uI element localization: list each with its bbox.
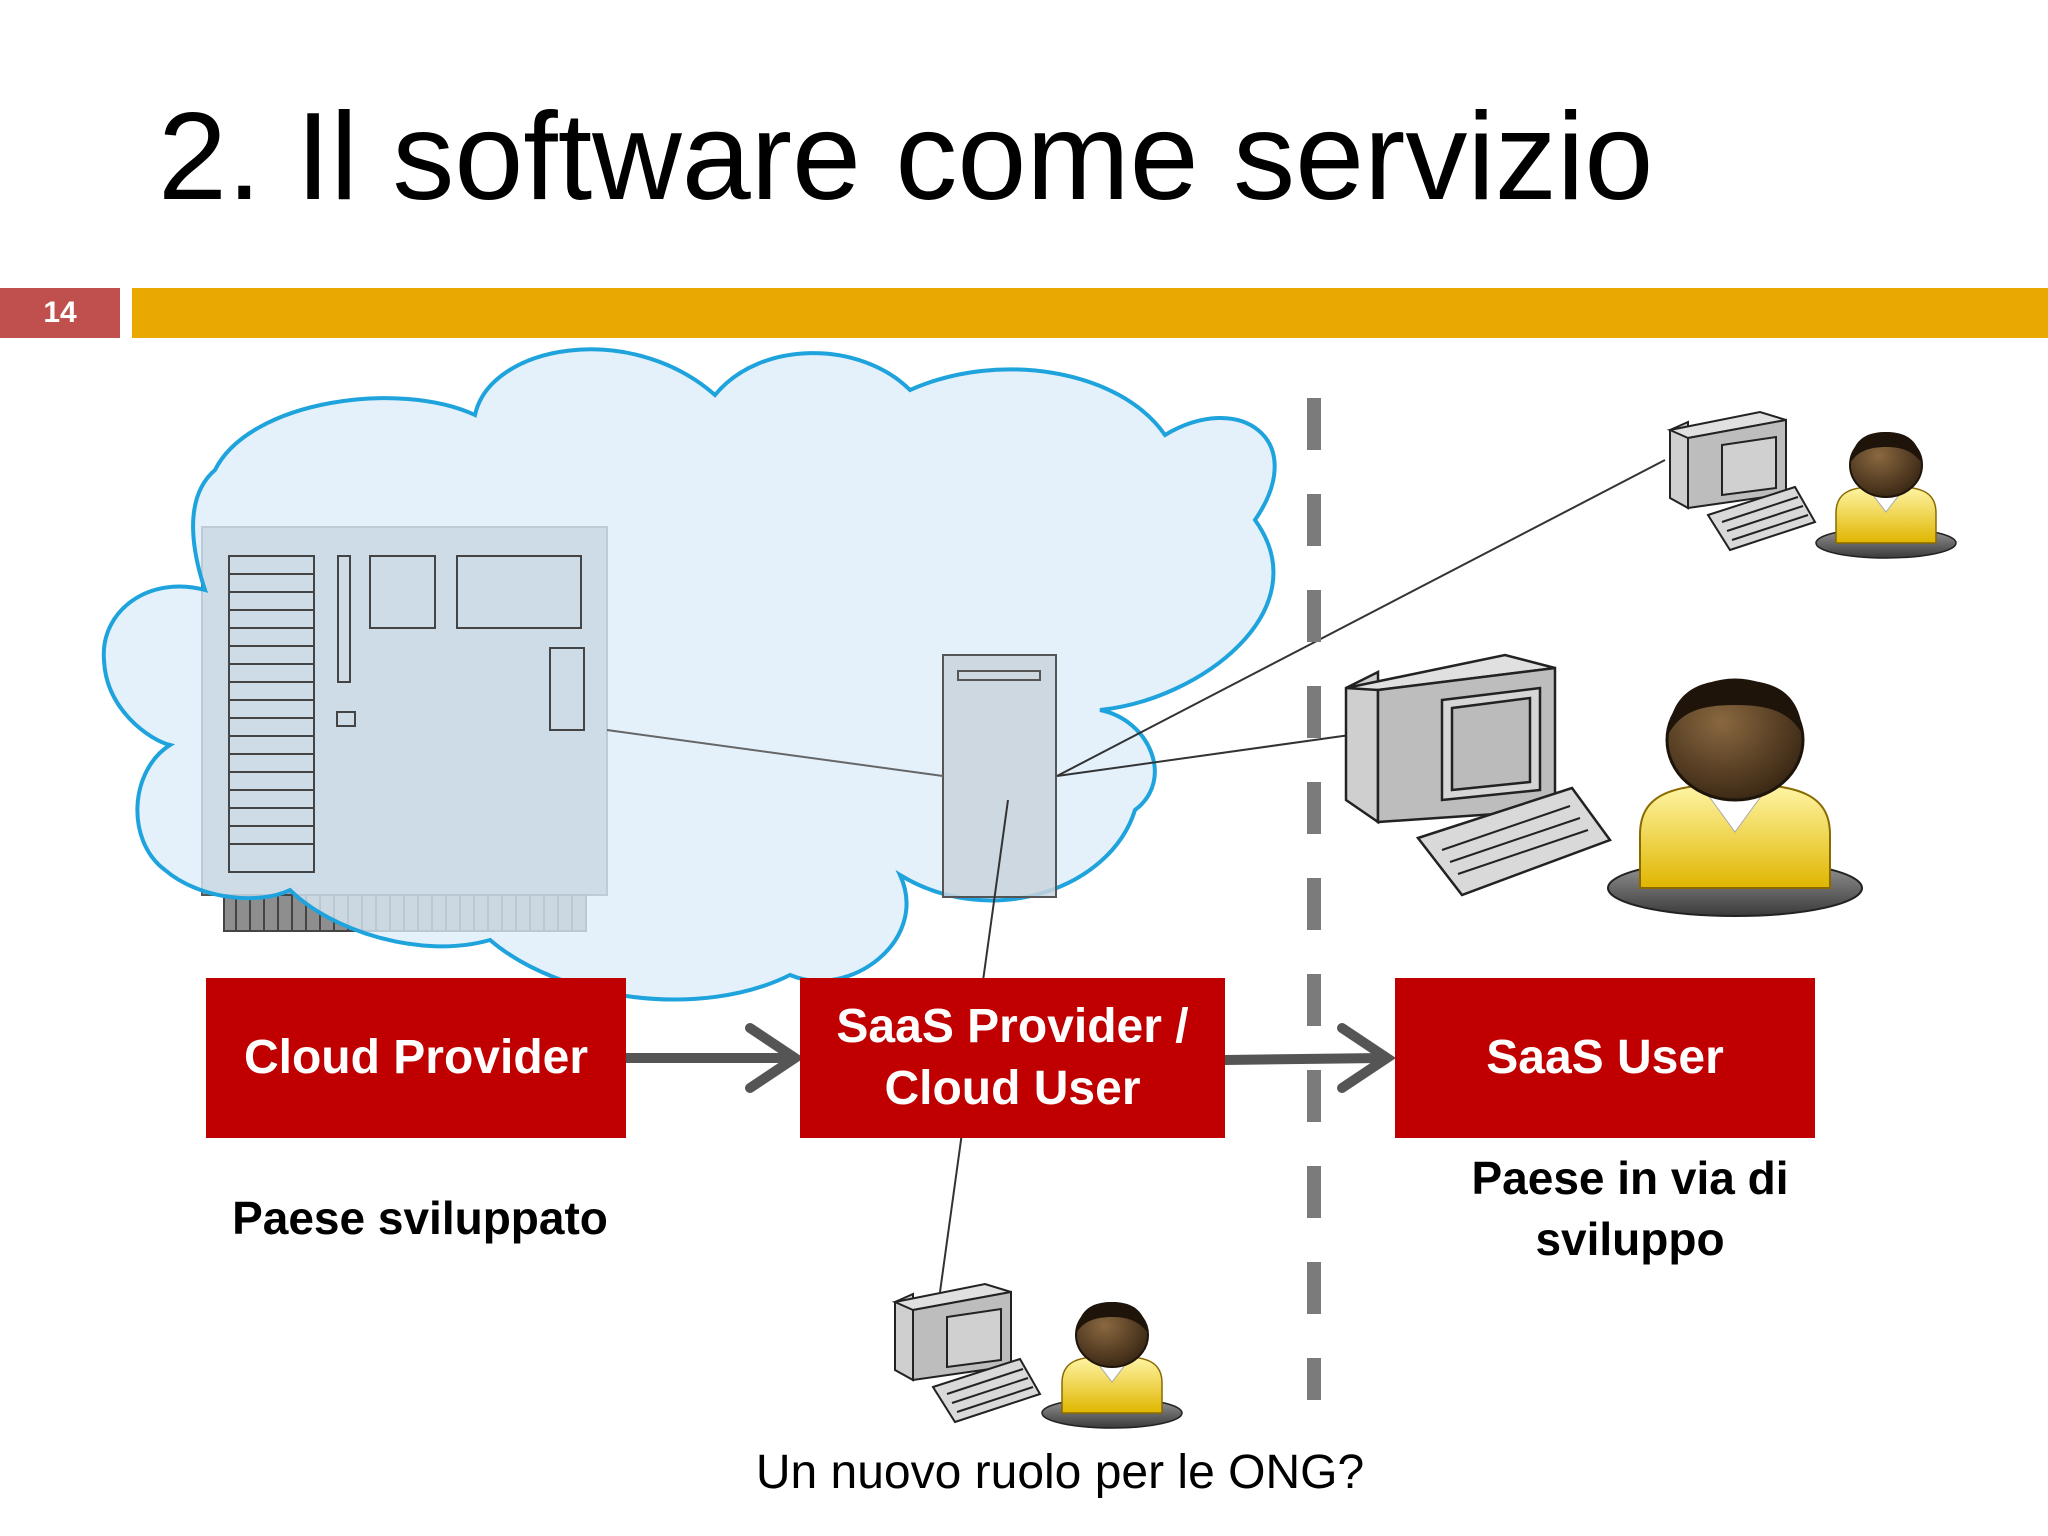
saas-provider-label-line1: SaaS Provider /: [836, 999, 1189, 1053]
developing-country-label-line1: Paese in via di: [1471, 1152, 1789, 1204]
user-icon: [1607, 678, 1863, 917]
accent-band: [132, 288, 2048, 338]
user-icon: [1041, 1302, 1183, 1429]
developed-country-label: Paese sviluppato: [232, 1192, 608, 1244]
saas-provider-label-line2: Cloud User: [884, 1062, 1141, 1115]
saas-user-label: SaaS User: [1486, 1030, 1724, 1084]
user-icon: [1815, 432, 1957, 559]
slide-number: 14: [0, 288, 120, 338]
slide-title: 2. Il software come servizio: [158, 88, 1654, 226]
developing-country-label-line2: sviluppo: [1535, 1212, 1725, 1265]
developing-country-label: Paese in via di sviluppo: [1400, 1148, 1860, 1269]
cloud-provider-label: Cloud Provider: [243, 1030, 589, 1084]
ngo-question-caption: Un nuovo ruolo per le ONG?: [755, 1446, 1365, 1499]
flow-arrows: [621, 1023, 1397, 1093]
cloud-provider-box: Cloud Provider: [206, 978, 626, 1138]
desktop-computer-icon: [1344, 653, 1612, 897]
desktop-computer-icon: [1666, 410, 1817, 552]
desktop-computer-icon: [891, 1282, 1042, 1424]
saas-provider-box: SaaS Provider / Cloud User: [800, 978, 1225, 1138]
saas-user-box: SaaS User: [1395, 978, 1815, 1138]
rack-server-details: [228, 555, 585, 873]
